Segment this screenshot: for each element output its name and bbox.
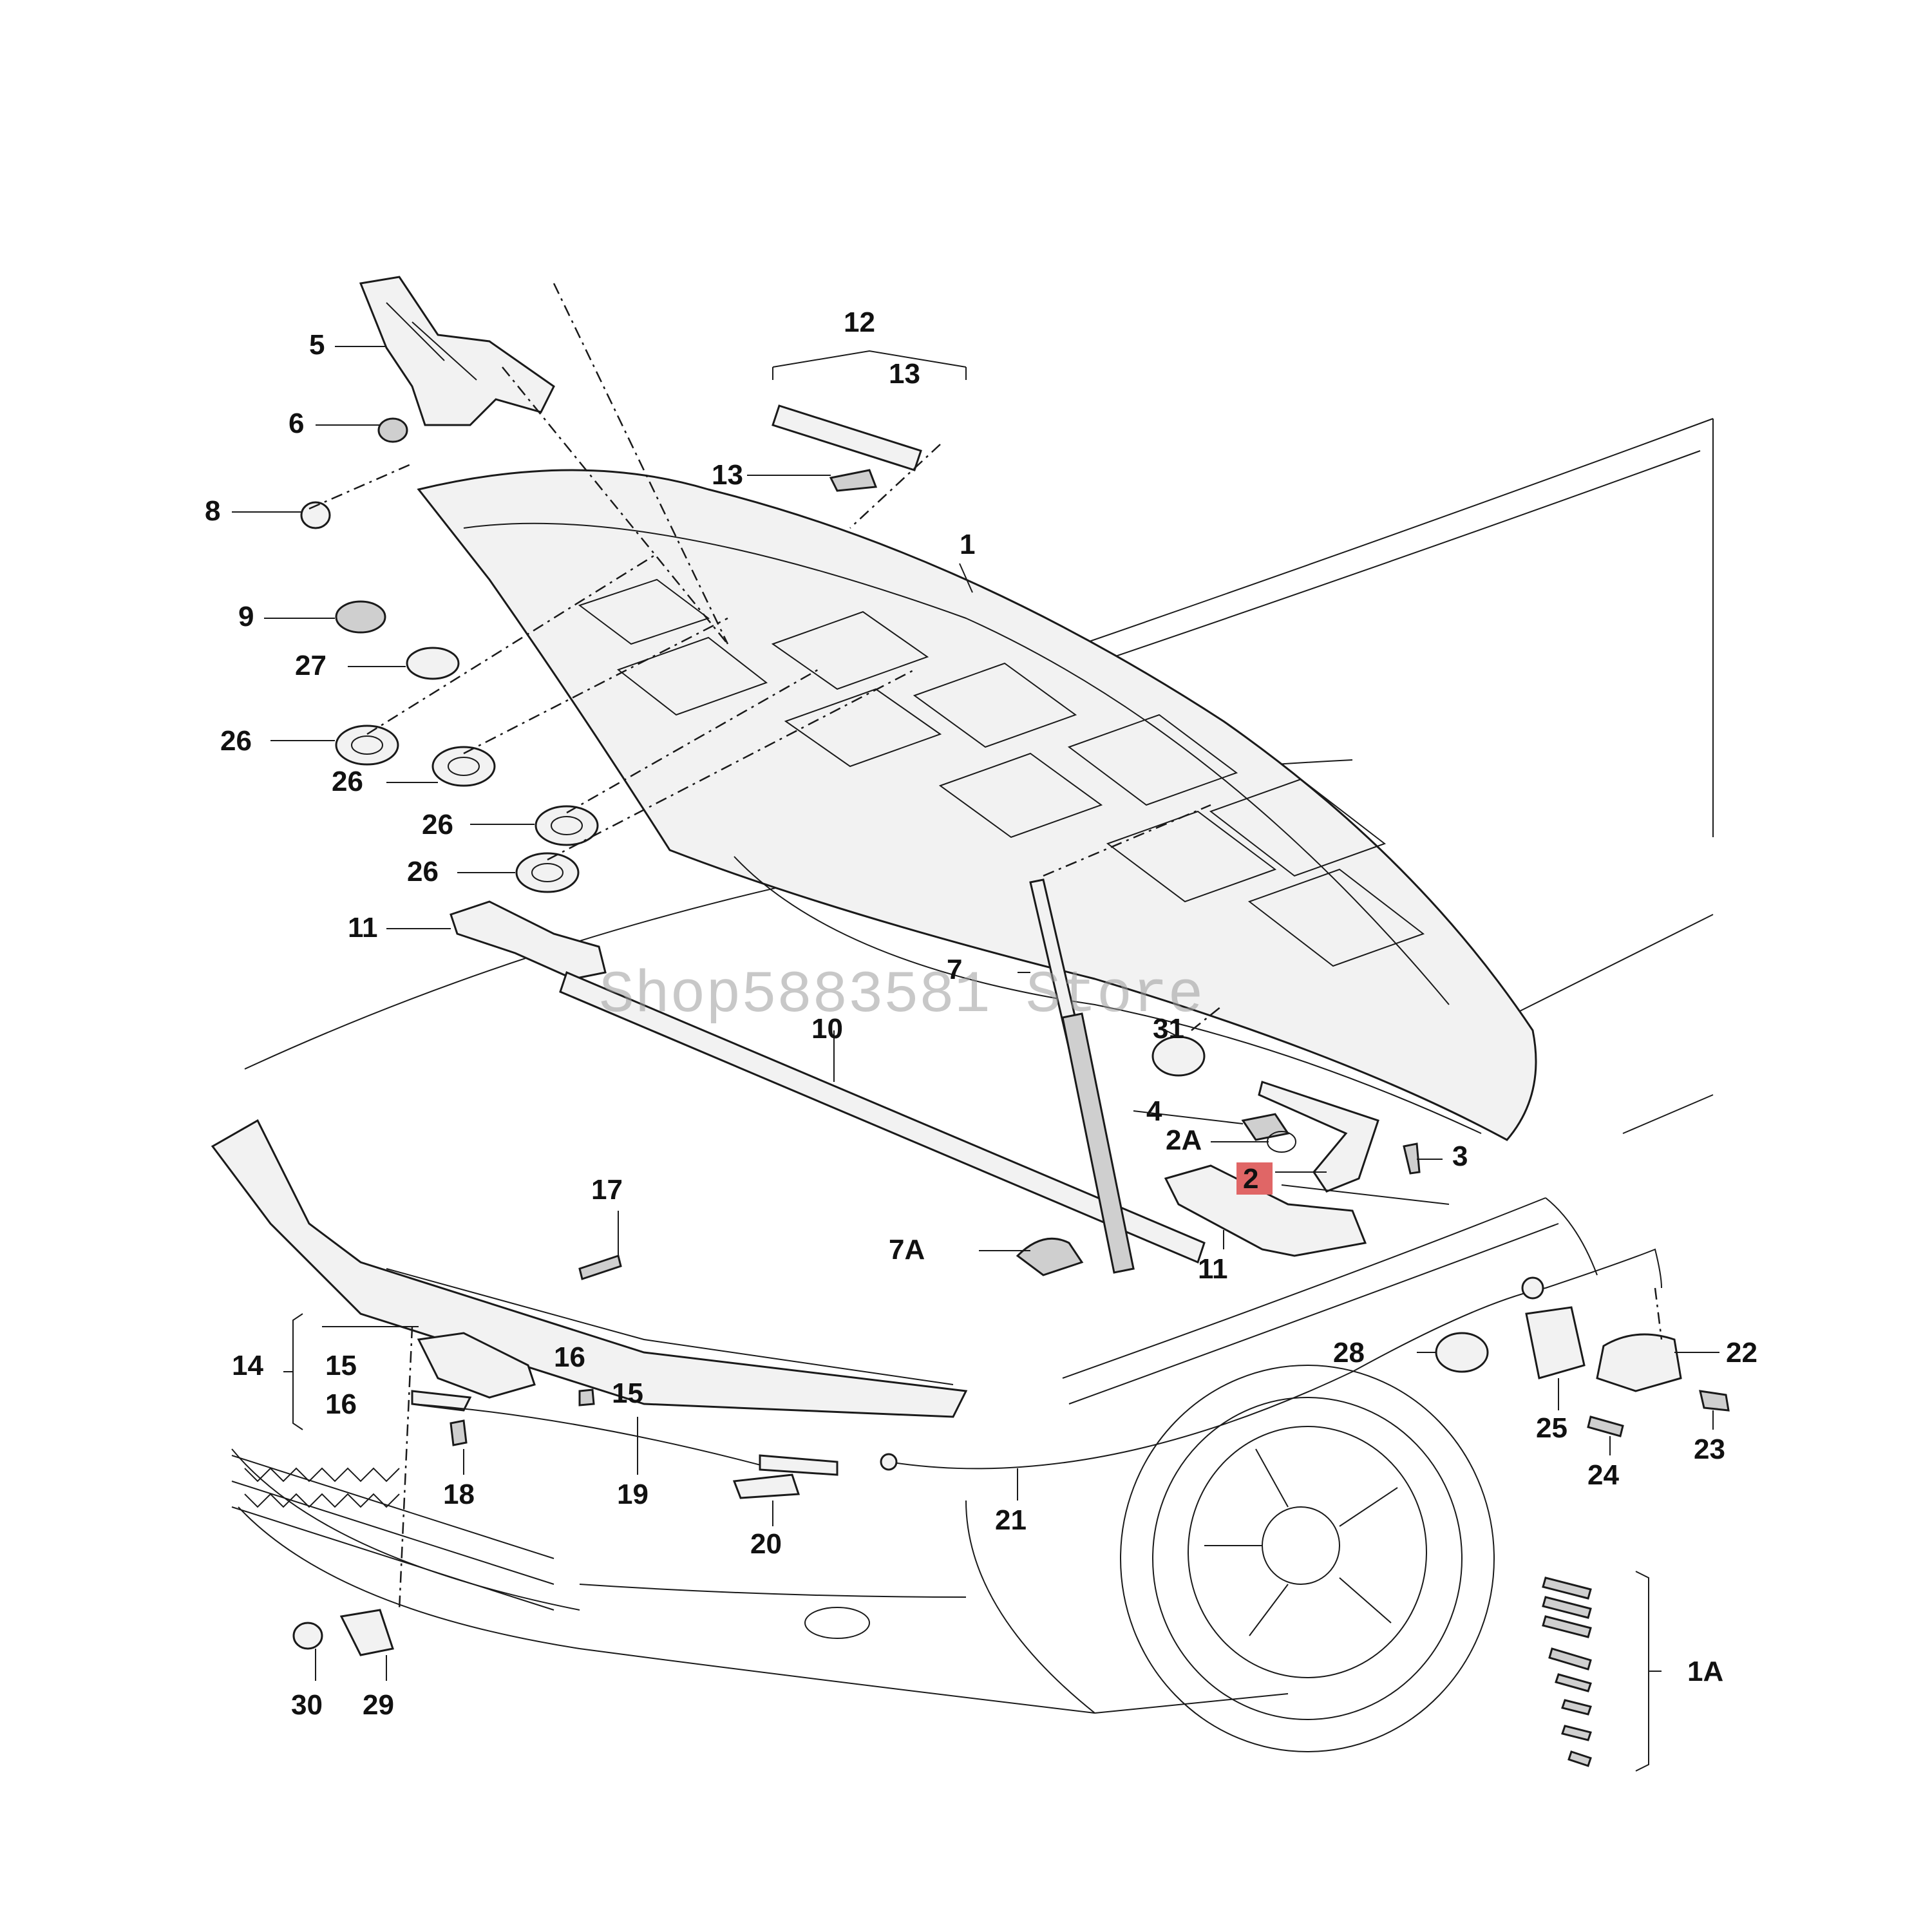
- hood-hinge: [1258, 1081, 1379, 1193]
- label-28: 28: [1333, 1337, 1365, 1368]
- ball-socket: [1016, 1237, 1084, 1276]
- label-12: 12: [844, 307, 875, 338]
- release-cable-19: [412, 1403, 838, 1475]
- label-7a: 7A: [889, 1234, 925, 1265]
- nut-4: [1241, 1113, 1290, 1141]
- label-19: 19: [617, 1479, 649, 1510]
- car-body-outline: [231, 418, 1714, 1714]
- cable-sleeve: [1521, 1276, 1544, 1300]
- label-14: 14: [232, 1350, 263, 1381]
- label-8: 8: [205, 495, 220, 527]
- front-grille: [231, 1455, 554, 1611]
- cable-end-19: [759, 1454, 838, 1476]
- screw-30: [292, 1622, 323, 1650]
- seal-strip: [772, 350, 967, 492]
- label-9: 9: [238, 601, 254, 632]
- label-13-top: 13: [889, 358, 920, 390]
- label-26-b: 26: [332, 766, 363, 797]
- bracket-29: [339, 1609, 394, 1656]
- rubber-buffer: [300, 501, 331, 529]
- bolt-3: [1403, 1142, 1421, 1175]
- part-labels: 1 1A 2 2A 3 4 5 6 7 7A 8 9 10 11 11 12 1…: [205, 307, 1757, 1721]
- label-2: 2: [1243, 1163, 1258, 1195]
- label-4: 4: [1146, 1095, 1162, 1127]
- label-15-left: 15: [325, 1350, 357, 1381]
- sealing-strip: [559, 971, 1206, 1264]
- label-22: 22: [1726, 1337, 1757, 1368]
- label-11-right: 11: [1198, 1253, 1228, 1285]
- cap: [406, 647, 460, 680]
- release-cable-21: [888, 1248, 1662, 1470]
- label-29: 29: [363, 1689, 394, 1721]
- clip-18: [450, 1419, 468, 1446]
- label-11-left: 11: [348, 912, 378, 943]
- label-7: 7: [947, 954, 962, 985]
- hood-bracket-left: [450, 900, 607, 980]
- label-31: 31: [1153, 1013, 1184, 1045]
- bolt-17: [578, 1255, 622, 1280]
- hood-lock: [283, 1313, 595, 1430]
- holder-20: [732, 1473, 800, 1499]
- store-watermark: Shop5883581 Store: [599, 961, 1204, 1029]
- bracket-25: [1525, 1306, 1586, 1379]
- label-30: 30: [291, 1689, 323, 1721]
- label-5: 5: [309, 329, 325, 361]
- label-3: 3: [1452, 1141, 1468, 1172]
- gas-strut: [1029, 878, 1135, 1274]
- grommet-28: [1435, 1332, 1489, 1373]
- stop-buffer: [335, 600, 386, 634]
- label-26-c: 26: [422, 809, 453, 840]
- label-10: 10: [811, 1013, 843, 1045]
- fastener-set: [1542, 1571, 1662, 1772]
- grommets: [335, 724, 599, 893]
- engine-bay-contour: [734, 856, 1482, 1134]
- label-1a: 1A: [1687, 1656, 1723, 1687]
- label-2a: 2A: [1166, 1124, 1202, 1156]
- clip-23: [1699, 1390, 1730, 1412]
- label-17: 17: [591, 1174, 623, 1206]
- hood-latch-bracket: [359, 276, 555, 426]
- label-26-a: 26: [220, 725, 252, 757]
- clip-nut: [377, 417, 408, 443]
- cable-eye-21: [880, 1453, 898, 1471]
- highlight-box: [1236, 1162, 1273, 1195]
- label-13: 13: [712, 459, 743, 491]
- label-20: 20: [750, 1528, 782, 1560]
- label-27: 27: [295, 650, 327, 681]
- label-21: 21: [995, 1504, 1027, 1536]
- screw-24: [1587, 1416, 1624, 1437]
- label-18: 18: [443, 1479, 475, 1510]
- label-24: 24: [1587, 1459, 1619, 1491]
- lock-carrier: [211, 1119, 968, 1418]
- hood-panel: [417, 469, 1537, 1141]
- label-23: 23: [1694, 1434, 1725, 1465]
- label-25: 25: [1536, 1412, 1567, 1444]
- label-1: 1: [960, 529, 975, 560]
- label-16-left: 16: [325, 1388, 357, 1420]
- release-handle-22: [1596, 1333, 1682, 1392]
- leader-lines: [232, 283, 1719, 1681]
- front-wheel: [1120, 1365, 1495, 1752]
- label-16: 16: [554, 1341, 585, 1373]
- label-15: 15: [612, 1378, 643, 1409]
- label-26-d: 26: [407, 856, 439, 887]
- label-6: 6: [289, 408, 304, 439]
